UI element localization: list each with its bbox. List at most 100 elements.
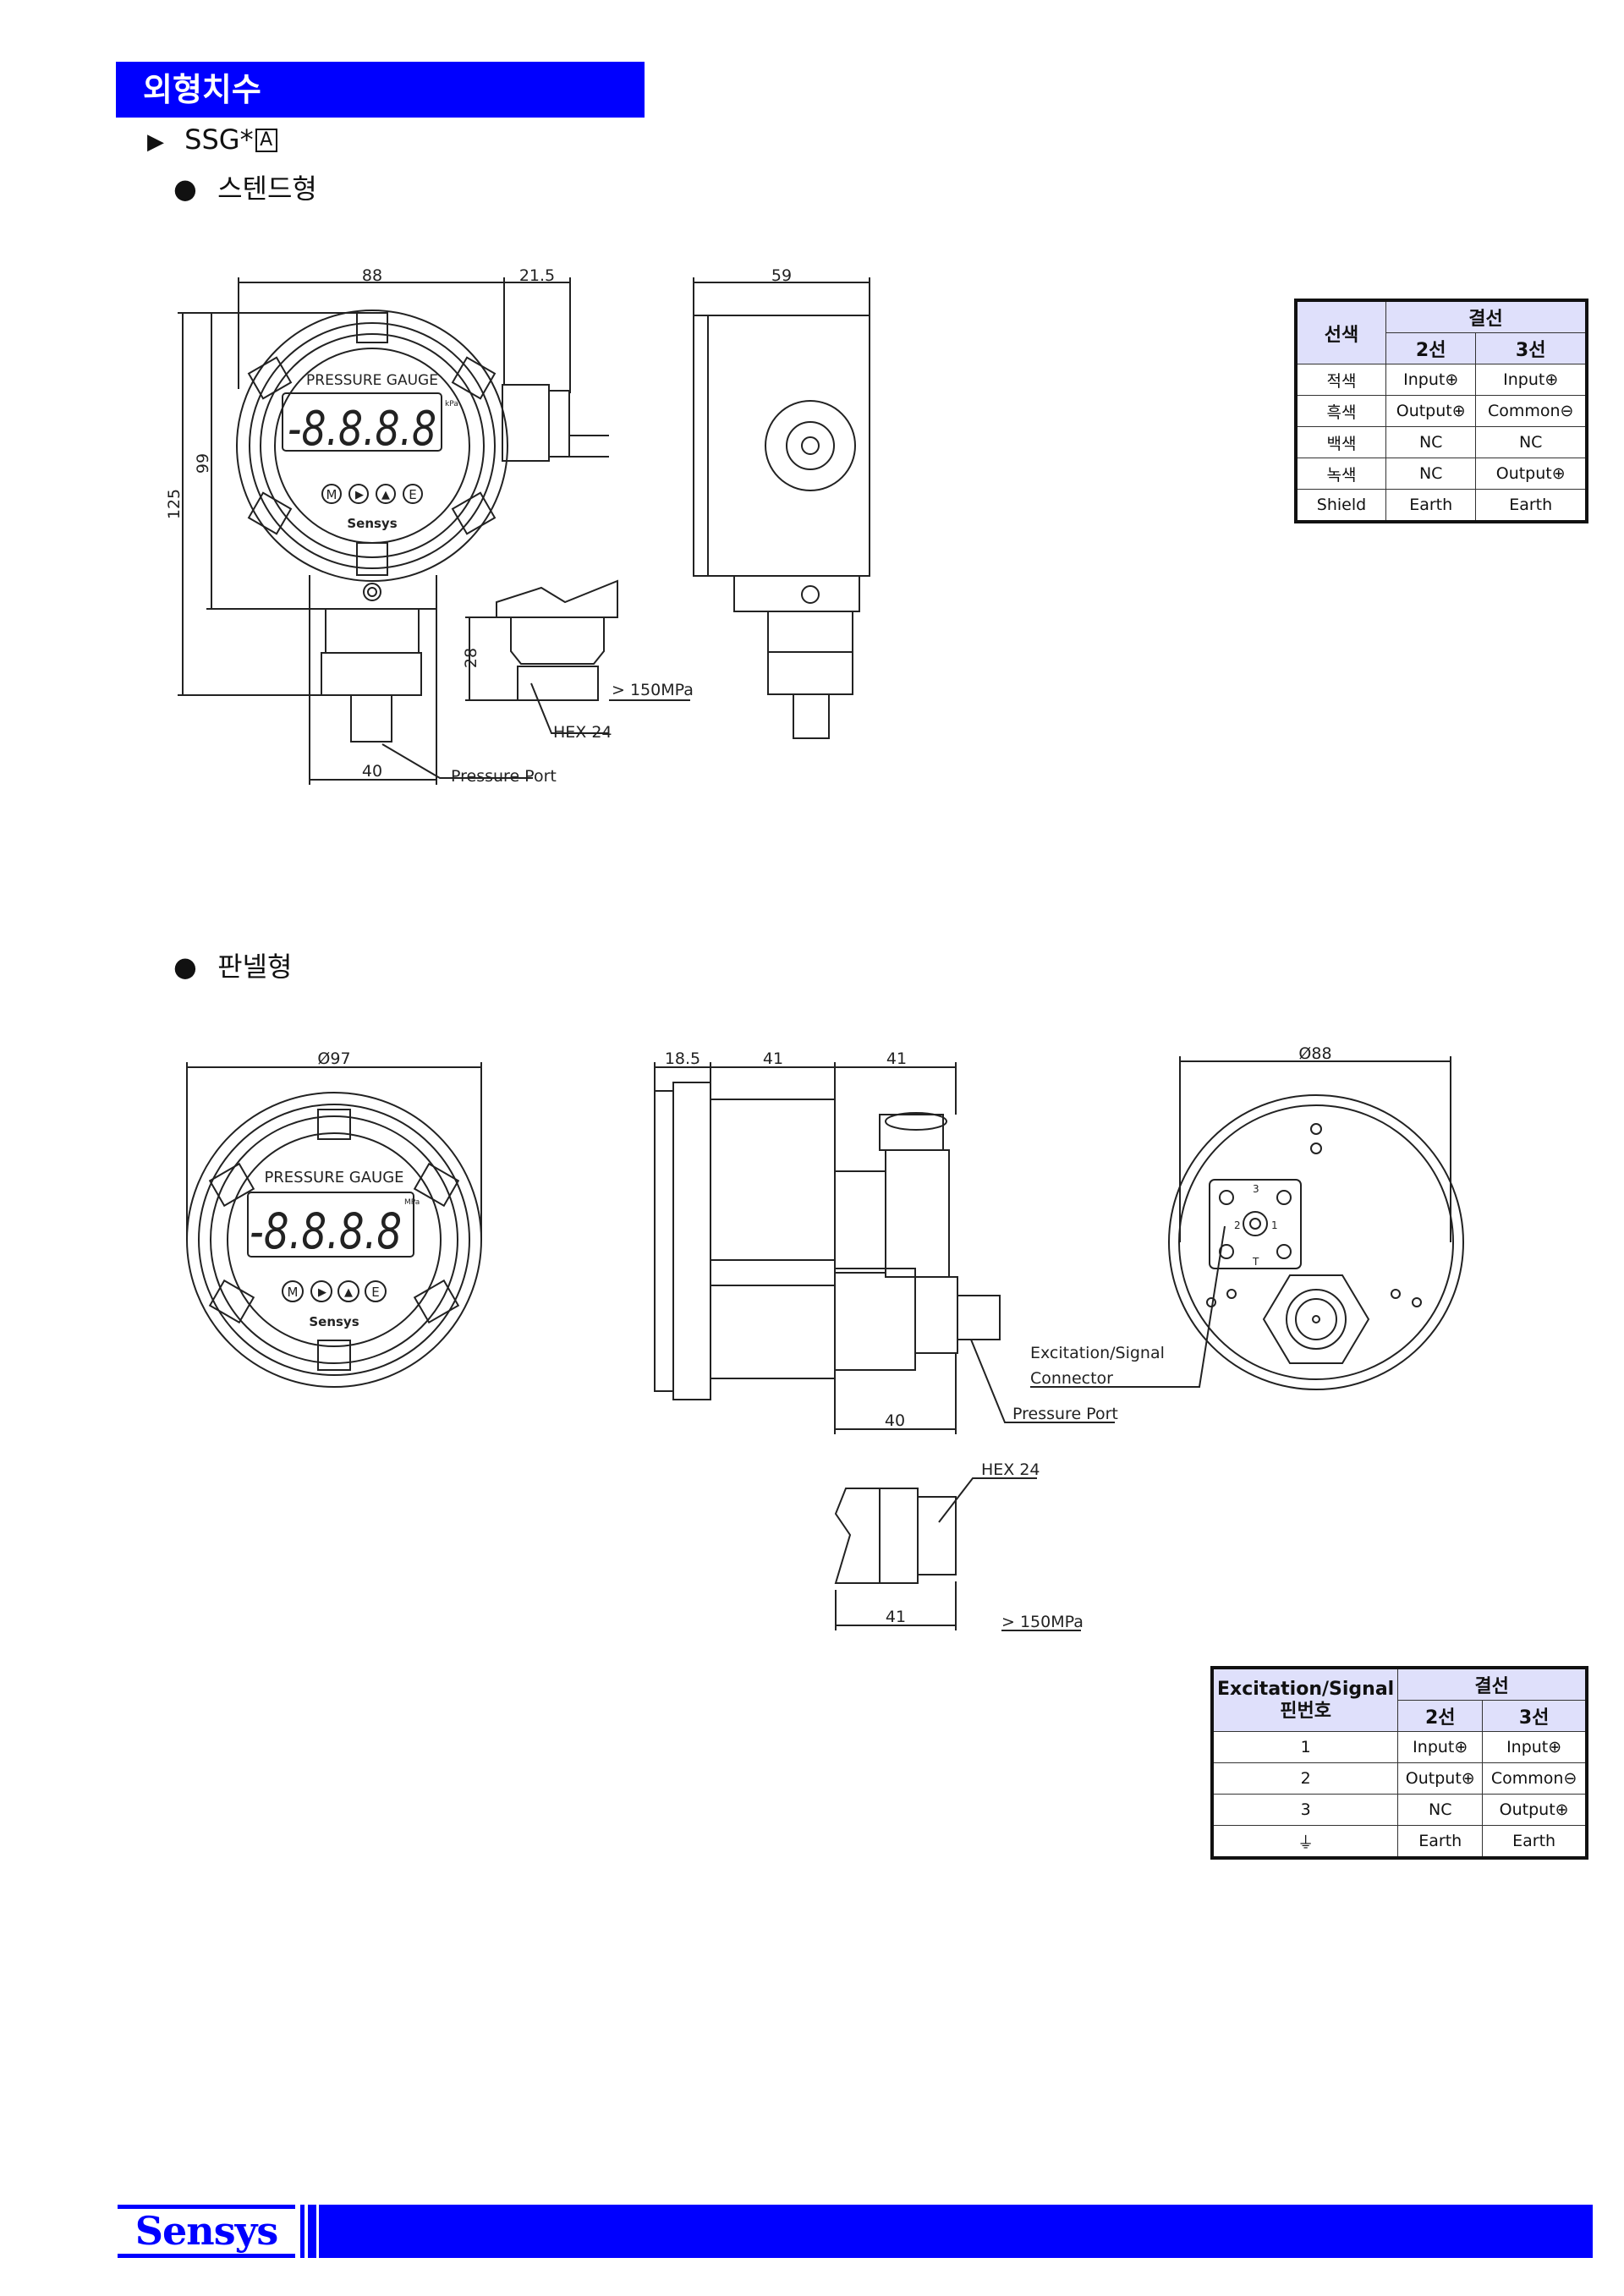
cell: 백색 bbox=[1295, 426, 1386, 458]
dim-body: 41 bbox=[763, 1049, 783, 1068]
dim-port-width: 40 bbox=[362, 762, 382, 781]
col-group: 결선 bbox=[1397, 1667, 1588, 1701]
dim-hex: 41 bbox=[886, 1608, 906, 1626]
cell: NC bbox=[1385, 426, 1477, 458]
panel-pressure-port-label: Pressure Port bbox=[1012, 1405, 1118, 1423]
cell: Output⊕ bbox=[1397, 1762, 1484, 1795]
button-next: ▶ bbox=[355, 489, 364, 501]
circle-bullet-icon: ● bbox=[173, 173, 197, 205]
col-3wire: 3선 bbox=[1482, 1700, 1588, 1732]
col-pin-line2: 핀번호 bbox=[1280, 1700, 1331, 1722]
panel-button-next: ▶ bbox=[318, 1286, 326, 1299]
cell: Common⊖ bbox=[1475, 395, 1588, 427]
button-e: E bbox=[409, 487, 416, 502]
pin-3: 3 bbox=[1253, 1183, 1259, 1195]
section-panel: ● 판넬형 bbox=[173, 945, 292, 984]
dim-width: 88 bbox=[362, 266, 382, 285]
standard-side-view: 59 bbox=[693, 266, 870, 739]
dim-hex-height: 28 bbox=[462, 648, 480, 668]
panel-button-m: M bbox=[288, 1285, 299, 1300]
panel-hex-label: HEX 24 bbox=[981, 1460, 1040, 1479]
hex-label: HEX 24 bbox=[553, 723, 612, 742]
cell: Input⊕ bbox=[1397, 1731, 1484, 1763]
cell: NC bbox=[1475, 426, 1588, 458]
cell: 녹색 bbox=[1295, 458, 1386, 490]
model-prefix: SSG* bbox=[184, 123, 254, 156]
cell: Input⊕ bbox=[1482, 1731, 1588, 1763]
button-up: ▲ bbox=[381, 489, 390, 501]
connector-label-line2: Connector bbox=[1030, 1369, 1113, 1388]
cell: Shield bbox=[1295, 489, 1386, 523]
dim-flange: 18.5 bbox=[665, 1049, 700, 1068]
col-group: 결선 bbox=[1385, 299, 1588, 333]
cell: 1 bbox=[1211, 1731, 1399, 1763]
cell: Output⊕ bbox=[1385, 395, 1477, 427]
panel-unit-label: MPa bbox=[404, 1198, 420, 1207]
panel-button-e: E bbox=[371, 1285, 379, 1300]
circle-bullet-icon: ● bbox=[173, 951, 197, 983]
panel-side-view: 18.5 41 41 40 Pressure Port Excitation/S… bbox=[654, 1049, 1226, 1434]
dim-back-dia: Ø88 bbox=[1298, 1044, 1331, 1063]
button-m: M bbox=[326, 487, 337, 502]
panel-button-up: ▲ bbox=[344, 1286, 353, 1299]
panel-lcd-display: -8.8.8.8 bbox=[250, 1203, 402, 1260]
pin-2: 2 bbox=[1234, 1219, 1241, 1231]
dim-height-body: 99 bbox=[194, 453, 212, 474]
cell: 3 bbox=[1211, 1794, 1399, 1826]
cell: Earth bbox=[1475, 489, 1588, 523]
col-2wire: 2선 bbox=[1385, 332, 1477, 364]
section-standard-label: 스텐드형 bbox=[217, 173, 317, 205]
col-color: 선색 bbox=[1295, 299, 1386, 364]
section-header: 외형치수 bbox=[116, 62, 645, 118]
cell: Common⊖ bbox=[1482, 1762, 1588, 1795]
cell: Earth bbox=[1385, 489, 1477, 523]
cell: 흑색 bbox=[1295, 395, 1386, 427]
cell: ⏚ bbox=[1211, 1825, 1399, 1859]
cell: Earth bbox=[1397, 1825, 1484, 1859]
cell: Output⊕ bbox=[1475, 458, 1588, 490]
cell: 적색 bbox=[1295, 364, 1386, 396]
panel-pressure-note: > 150MPa bbox=[1001, 1613, 1084, 1631]
panel-front-view: PRESSURE GAUGE -8.8.8.8 MPa M ▶ ▲ E Sens… bbox=[186, 1049, 482, 1388]
pressure-note: > 150MPa bbox=[612, 681, 694, 699]
cell: 2 bbox=[1211, 1762, 1399, 1795]
cell: Input⊕ bbox=[1385, 364, 1477, 396]
standard-hex-detail: 28 HEX 24 > 150MPa bbox=[462, 579, 694, 742]
panel-hex-detail: 41 HEX 24 > 150MPa bbox=[834, 1460, 1084, 1631]
dim-port: 40 bbox=[885, 1411, 905, 1430]
col-3wire: 3선 bbox=[1475, 332, 1588, 364]
face-title: PRESSURE GAUGE bbox=[306, 372, 438, 389]
boxed-letter: A bbox=[255, 129, 277, 152]
dim-front-dia: Ø97 bbox=[317, 1049, 350, 1068]
panel-face-title: PRESSURE GAUGE bbox=[264, 1169, 403, 1186]
footer-bar bbox=[319, 2205, 1593, 2258]
cell: NC bbox=[1397, 1794, 1484, 1826]
face-buttons: M ▶ ▲ E bbox=[321, 484, 423, 504]
standard-front-view: PRESSURE GAUGE -8.8.8.8 kPa M ▶ ▲ E Sens… bbox=[165, 266, 609, 786]
face-brand: Sensys bbox=[347, 516, 397, 531]
col-pin-line1: Excitation/Signal bbox=[1217, 1678, 1395, 1700]
footer-stripe bbox=[308, 2205, 316, 2258]
dim-height-total: 125 bbox=[165, 489, 184, 519]
dim-side: 59 bbox=[771, 266, 792, 285]
pin-earth: T bbox=[1252, 1256, 1259, 1268]
unit-label: kPa bbox=[445, 400, 458, 408]
connector-label-line1: Excitation/Signal bbox=[1030, 1344, 1165, 1362]
section-standard: ● 스텐드형 bbox=[173, 167, 317, 206]
panel-back-view: 1 2 3 T Ø88 bbox=[1168, 1044, 1464, 1390]
pin-1: 1 bbox=[1271, 1219, 1278, 1231]
triangle-bullet-icon: ▶ bbox=[147, 129, 164, 155]
lcd-display: -8.8.8.8 bbox=[288, 402, 436, 457]
